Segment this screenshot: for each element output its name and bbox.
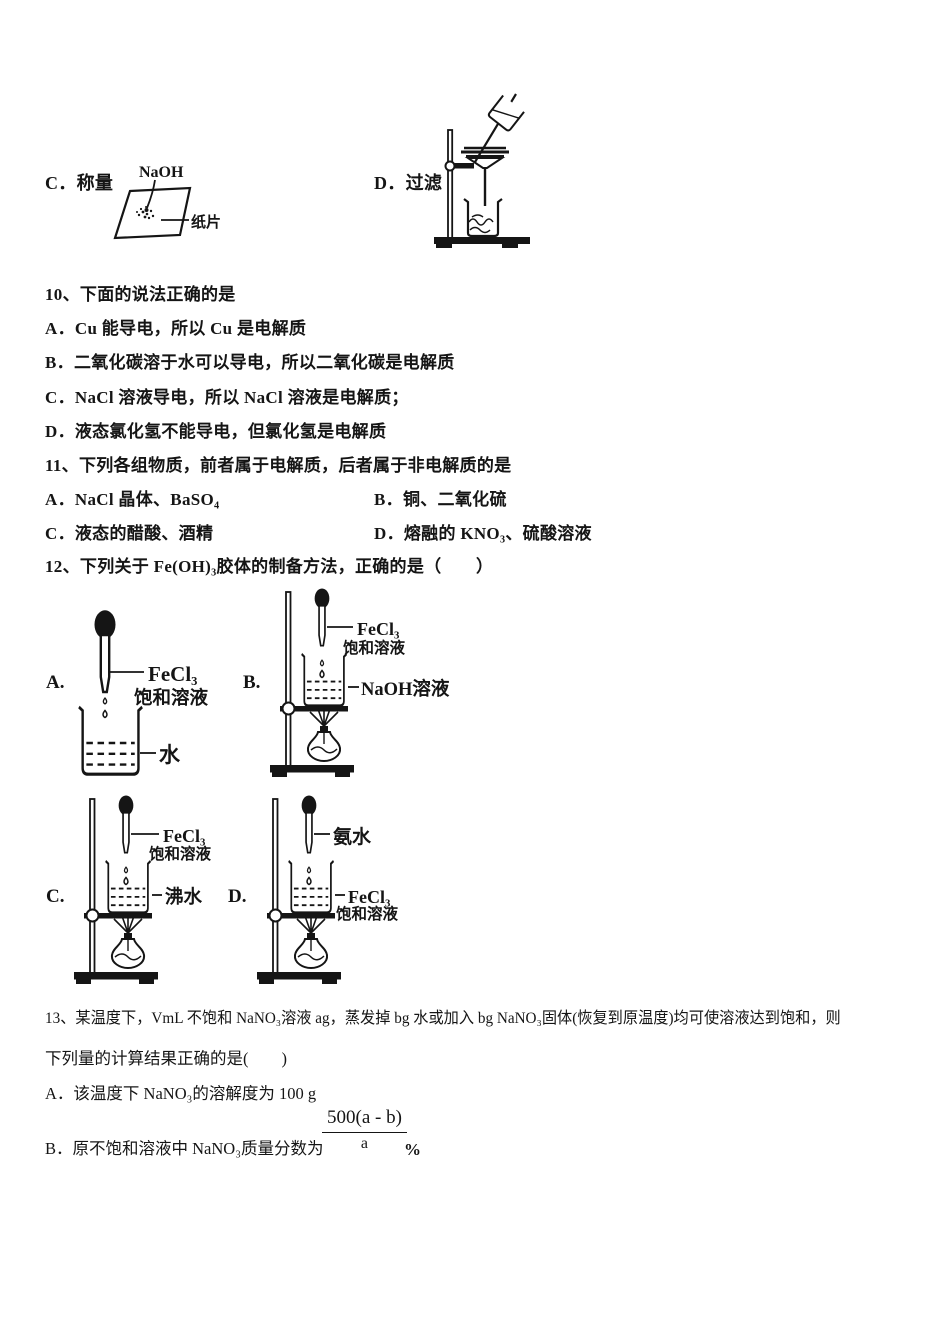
dropper-label-2: 饱和溶液: [149, 844, 212, 863]
q12-diagram-b-label: B.: [243, 672, 261, 693]
q10-stem: 10、下面的说法正确的是: [45, 285, 236, 304]
pouring-beaker: [487, 94, 525, 132]
paper-sheet: [113, 186, 192, 240]
q13-option-b-suffix: %: [404, 1140, 421, 1159]
filtration-diagram: [434, 93, 530, 248]
stand-foot-right: [502, 244, 518, 248]
q13-option-b-fraction: 500(a - b) a: [322, 1106, 407, 1154]
q10-option-a: A．Cu 能导电，所以 Cu 是电解质: [45, 319, 307, 338]
dropper-label-2: 饱和溶液: [343, 638, 406, 657]
dropper-label-1: FeCl₃: [148, 662, 197, 686]
q13-option-a: A．该温度下 NaNO₃的溶解度为 100 g: [45, 1084, 317, 1103]
prev-option-d-label: D．过滤: [374, 173, 443, 193]
pointer-line: [146, 179, 156, 209]
stand-apparatus-icon: [74, 795, 158, 984]
q11-option-b: B．铜、二氧化硫: [374, 490, 507, 509]
beaker-label: 水: [159, 743, 181, 767]
liquid-dashes: [85, 741, 136, 766]
beaker-label-2: 饱和溶液: [336, 904, 399, 923]
fraction-denominator: a: [360, 1135, 369, 1152]
crystal-pile-icon: [136, 206, 155, 220]
q12-diagram-d: 氨水 FeCl₃ 饱和溶液: [253, 795, 399, 989]
ring-clamp: [450, 163, 474, 169]
q11-stem: 11、下列各组物质，前者属于电解质，后者属于非电解质的是: [45, 456, 512, 475]
q12-diagram-a-label: A.: [46, 672, 65, 693]
q11-option-d: D．熔融的 KNO₃、硫酸溶液: [374, 524, 592, 543]
stand-apparatus-icon: [257, 795, 341, 984]
beaker-label-1: FeCl₃: [348, 887, 391, 907]
funnel-icon: [461, 146, 509, 206]
q12-diagram-b: FeCl₃ 饱和溶液 NaOH溶液: [266, 588, 450, 782]
dropper-label-1: FeCl₃: [357, 619, 400, 639]
q13-stem-line1: 13、某温度下，VmL 不饱和 NaNO₃溶液 ag，蒸发掉 bg 水或加入 b…: [45, 1010, 841, 1027]
clamp-knob: [444, 160, 456, 172]
dropper-label: 氨水: [333, 825, 372, 848]
q12-diagram-d-label: D.: [228, 886, 247, 907]
q11-option-c: C．液态的醋酸、酒精: [45, 524, 214, 543]
stand-base: [434, 237, 530, 244]
dropper-label-2: 饱和溶液: [134, 687, 209, 709]
q10-option-d: D．液态氯化氢不能导电，但氯化氢是电解质: [45, 422, 387, 441]
paper-label: 纸片: [191, 213, 221, 231]
q10-option-b: B．二氧化碳溶于水可以导电，所以二氧化碳是电解质: [45, 353, 455, 372]
stand-apparatus-icon: [270, 588, 354, 777]
beaker-label: 沸水: [165, 886, 203, 908]
receiving-beaker: [463, 198, 503, 238]
stand-foot-left: [436, 244, 452, 248]
beaker-label: NaOH溶液: [361, 678, 450, 700]
q13-stem-line2: 下列量的计算结果正确的是( ): [45, 1049, 287, 1068]
q12-diagram-c: FeCl₃ 饱和溶液 沸水: [70, 795, 212, 989]
q11-option-a: A．NaCl 晶体、BaSO₄: [45, 490, 220, 509]
stand-pole: [447, 129, 454, 239]
naoh-label: NaOH: [139, 164, 184, 181]
pointer-tip: [144, 208, 149, 212]
fraction-numerator: 500(a - b): [322, 1106, 407, 1133]
q12-diagram-c-label: C.: [46, 886, 65, 907]
dropper-label-1: FeCl₃: [163, 826, 206, 846]
dropper-icon: [93, 609, 117, 694]
q12-stem: 12、下列关于 Fe(OH)₃胶体的制备方法，正确的是（ ）: [45, 557, 494, 576]
prev-option-c-label: C．称量: [45, 173, 114, 193]
drop-icon: [102, 697, 108, 705]
q12-diagram-a: FeCl₃ 饱和溶液 水: [77, 609, 209, 776]
drop-icon: [102, 709, 108, 719]
q13-option-b-prefix: B．原不饱和溶液中 NaNO₃质量分数为: [45, 1139, 324, 1158]
q10-option-c: C．NaCl 溶液导电，所以 NaCl 溶液是电解质；: [45, 388, 409, 407]
weighing-diagram: NaOH 纸片: [113, 164, 221, 240]
